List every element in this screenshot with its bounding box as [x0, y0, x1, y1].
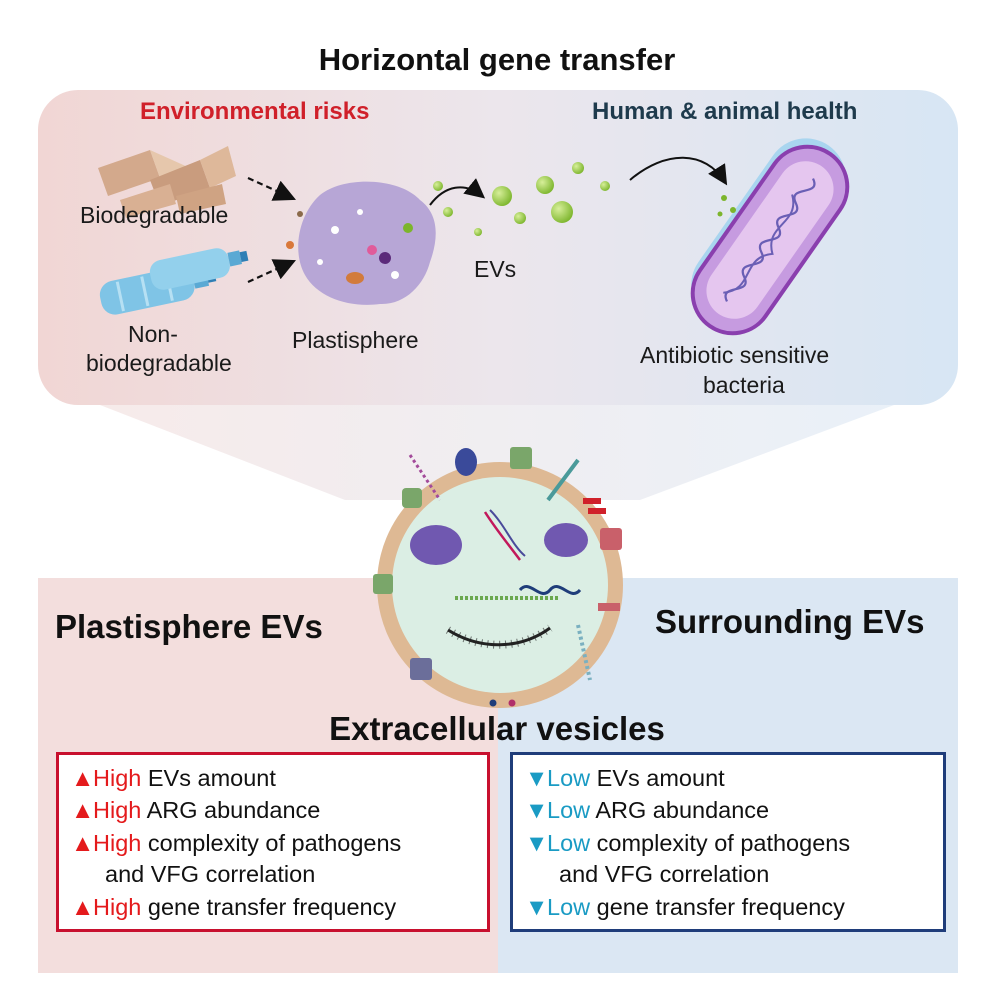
plastic-bottles-icon [99, 248, 249, 315]
list-item: ▼Low gene transfer frequency [525, 894, 845, 920]
list-item: ▼Low ARG abundance [525, 797, 770, 823]
list-item: ▼Low EVs amount [525, 765, 725, 791]
arrow-biodegradable [247, 176, 297, 201]
ev-particles-icon [433, 162, 610, 236]
extracellular-vesicles-heading: Extracellular vesicles [329, 710, 665, 747]
non-biodegradable-label-line1: Non- [128, 321, 178, 347]
plastisphere-findings-box: ▲High EVs amount ▲High ARG abundance ▲Hi… [56, 752, 490, 932]
list-item: ▲High ARG abundance [71, 797, 321, 823]
arrow-up-icon: ▲ [71, 830, 95, 856]
list-item: ▲High complexity of pathogens [71, 830, 402, 856]
arrow-up-icon: ▲ [71, 797, 95, 823]
surrounding-evs-heading: Surrounding EVs [655, 603, 925, 640]
page-title: Horizontal gene transfer [318, 42, 676, 77]
arrow-to-bacteria [629, 156, 728, 186]
environmental-risks-heading: Environmental risks [140, 98, 370, 125]
arrow-up-icon: ▲ [71, 765, 95, 791]
bacteria-label-line1: Antibiotic sensitive [640, 342, 830, 368]
extracellular-vesicle-icon [373, 447, 623, 708]
surrounding-findings-box: ▼Low EVs amount ▼Low ARG abundance ▼Low … [510, 752, 946, 932]
arrow-down-icon: ▼ [525, 765, 549, 791]
biodegradable-label: Biodegradable [80, 202, 229, 228]
list-item-continuation: and VFG correlation [559, 861, 770, 887]
list-item-continuation: and VFG correlation [105, 861, 316, 887]
arrow-non-biodegradable [247, 259, 297, 284]
arrow-up-icon: ▲ [71, 894, 95, 920]
evs-label: EVs [474, 256, 517, 282]
biodegradable-plastic-icon [98, 146, 236, 218]
arrow-down-icon: ▼ [525, 830, 549, 856]
plastisphere-icon [286, 181, 436, 305]
plastisphere-label: Plastisphere [292, 327, 419, 353]
plastisphere-evs-heading: Plastisphere EVs [55, 608, 323, 645]
arrow-down-icon: ▼ [525, 797, 549, 823]
non-biodegradable-label-line2: biodegradable [86, 350, 232, 376]
list-item: ▲High gene transfer frequency [71, 894, 397, 920]
list-item: ▲High EVs amount [71, 765, 276, 791]
bacterium-icon [690, 138, 850, 336]
human-animal-health-heading: Human & animal health [592, 98, 858, 125]
arrow-down-icon: ▼ [525, 894, 549, 920]
funnel [100, 405, 894, 500]
list-item: ▼Low complexity of pathogens [525, 830, 851, 856]
bacteria-label-line2: bacteria [703, 372, 785, 398]
arrow-to-evs [429, 178, 486, 206]
